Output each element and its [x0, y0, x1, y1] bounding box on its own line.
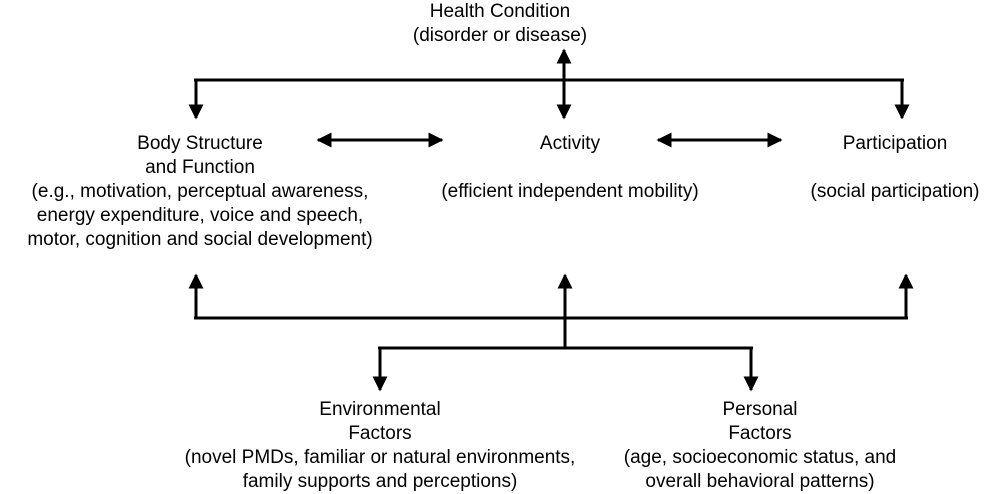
participation-node: Participation (social participation) [780, 132, 1000, 204]
personal-title-line1: Personal [722, 399, 798, 420]
activity-title: Activity [539, 133, 601, 154]
body-structure-detail-line3: motor, cognition and social development) [27, 229, 373, 250]
body-structure-title-line2: and Function [145, 157, 255, 178]
body-structure-title-line1: Body Structure [137, 133, 263, 154]
body-structure-detail-line1: (e.g., motivation, perceptual awareness, [31, 181, 369, 202]
personal-detail-line1: (age, socioeconomic status, and [623, 447, 897, 468]
health-condition-node: Health Condition (disorder or disease) [350, 0, 650, 48]
environmental-detail-line1: (novel PMDs, familiar or natural environ… [184, 447, 576, 468]
personal-detail-line2: overall behavioral patterns) [645, 471, 875, 492]
participation-detail: (social participation) [810, 181, 980, 202]
health-condition-title: Health Condition [429, 1, 571, 22]
health-condition-detail: (disorder or disease) [412, 25, 588, 46]
body-structure-node: Body Structure and Function (e.g., motiv… [0, 132, 400, 252]
activity-node: Activity (efficient independent mobility… [420, 132, 720, 204]
environmental-detail-line2: family supports and perceptions) [242, 471, 518, 492]
personal-factors-node: Personal Factors (age, socioeconomic sta… [600, 398, 920, 494]
environmental-title-line1: Environmental [319, 399, 441, 420]
participation-spacer [780, 156, 1000, 180]
environmental-factors-node: Environmental Factors (novel PMDs, famil… [120, 398, 640, 494]
personal-title-line2: Factors [728, 423, 792, 444]
activity-detail: (efficient independent mobility) [441, 181, 699, 202]
activity-spacer [420, 156, 720, 180]
body-structure-detail-line2: energy expenditure, voice and speech, [36, 205, 364, 226]
environmental-title-line2: Factors [348, 423, 412, 444]
participation-title: Participation [842, 133, 948, 154]
